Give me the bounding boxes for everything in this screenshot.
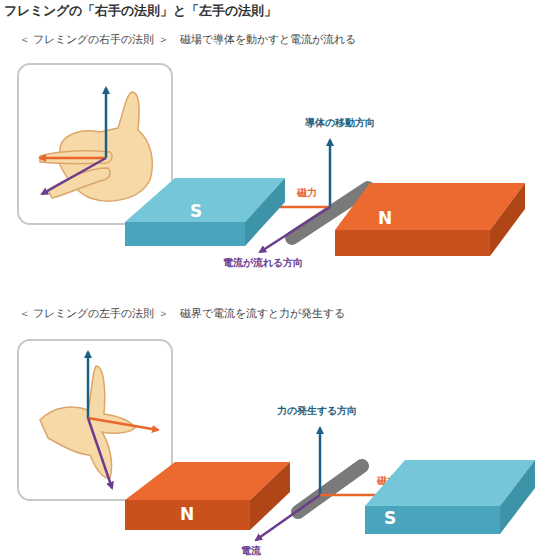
arrow-label: 導体の移動方向 [304, 117, 376, 129]
section-heading: ＜ フレミングの左手の法則 ＞ 磁界で電流を流すと力が発生する [18, 307, 346, 320]
pole-letter: N [180, 506, 194, 523]
motion-arrow [329, 140, 332, 207]
magnet-shape [120, 460, 295, 535]
arrow-label: 磁力 [296, 187, 318, 199]
pole-letter: S [384, 510, 396, 527]
force-arrow [319, 428, 322, 495]
magnet-face [365, 506, 500, 534]
left-hand-inset [18, 340, 172, 500]
magnet-face [500, 460, 535, 534]
section-heading: ＜ フレミングの右手の法則 ＞ 磁場で導体を動かすと電流が流れる [18, 33, 357, 46]
arrow-label: 電流 [240, 545, 262, 557]
magnet-block: N [120, 460, 295, 535]
right-hand-inset [18, 64, 172, 224]
magnet-shape [330, 180, 530, 260]
title: フレミングの「右手の法則」と「左手の法則」 [4, 3, 277, 19]
magnet-face [125, 500, 250, 530]
magnet-face [250, 462, 290, 530]
magnet-shape [120, 175, 290, 250]
pole-letter: S [190, 203, 202, 220]
magnet-face [335, 230, 490, 256]
magnet-block: S [120, 175, 290, 250]
magnet-face [245, 178, 285, 246]
magnet-face [490, 183, 525, 256]
magnet-block: N [330, 180, 530, 260]
pole-letter: N [378, 210, 392, 227]
magnet-face [125, 222, 245, 246]
magnet-block: S [360, 458, 538, 538]
arrow-label: 電流が流れる方向 [222, 257, 304, 269]
arrow-label: 力の発生する方向 [276, 405, 358, 417]
